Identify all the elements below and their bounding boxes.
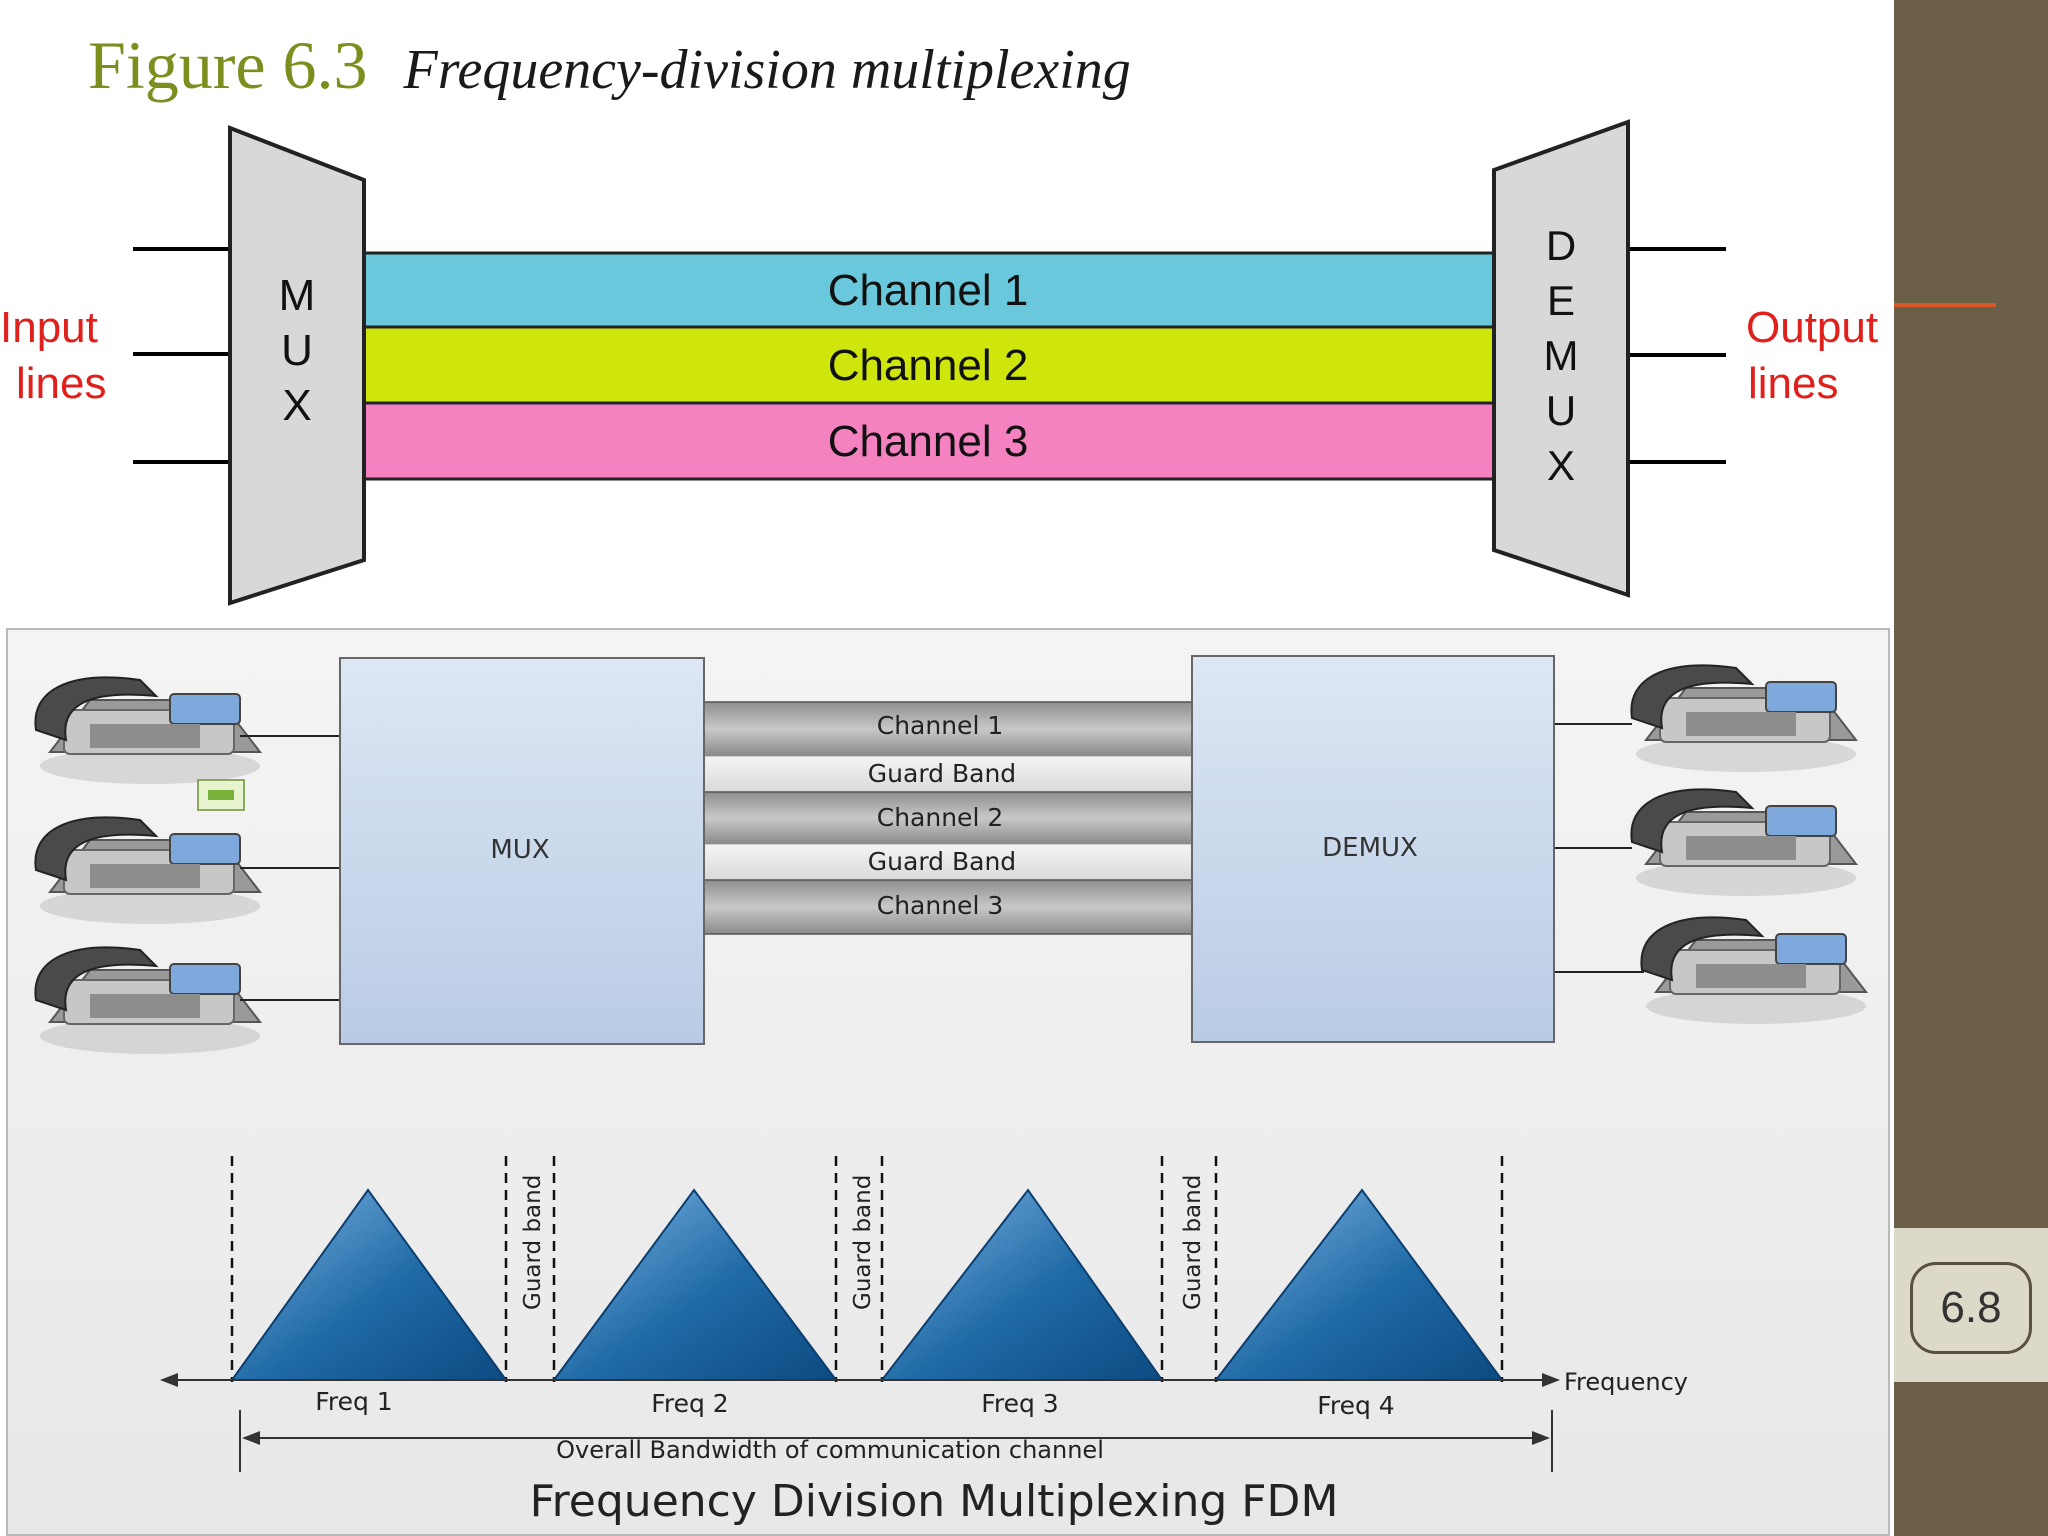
fdm-diagram-top: Channel 1 Channel 2 Channel 3 M U X D E … xyxy=(0,119,1878,606)
band-label-4: Guard Band xyxy=(868,847,1016,876)
freq-2-spectrum xyxy=(552,1188,838,1381)
channel-1-band xyxy=(362,251,1498,329)
mux-letter-1: M xyxy=(279,271,316,320)
figure-caption: Frequency-division multiplexing xyxy=(403,39,1131,101)
demux-box xyxy=(1191,655,1555,1043)
phone-icon-right-3 xyxy=(1640,916,1867,1025)
fdm-diagram-bottom: Channel 1 Guard Band Channel 2 Guard Ban… xyxy=(6,628,1890,1536)
phone-icon-left-3 xyxy=(34,946,262,1055)
output-label-line2: lines xyxy=(1748,359,1839,408)
band-channel-2 xyxy=(703,791,1201,845)
freq-label-2: Freq 2 xyxy=(651,1389,728,1418)
input-label-line1: Input xyxy=(0,303,98,352)
mux-letter-2: U xyxy=(281,326,313,375)
phone-icon-left-1 xyxy=(34,676,262,785)
channel-2-band xyxy=(362,325,1498,405)
accent-rule xyxy=(1894,303,1996,307)
channel-2-label: Channel 2 xyxy=(828,341,1029,390)
demux-block xyxy=(1492,119,1630,598)
band-guard-1 xyxy=(703,755,1201,793)
mux-block xyxy=(228,125,366,606)
demux-box-label: DEMUX xyxy=(1322,833,1418,863)
demux-letter-5: X xyxy=(1547,442,1575,489)
demux-letter-4: U xyxy=(1546,387,1576,434)
bandwidth-label: Overall Bandwidth of communication chann… xyxy=(556,1436,1104,1464)
band-label-3: Channel 2 xyxy=(877,803,1004,832)
input-label-line2: lines xyxy=(16,359,107,408)
band-guard-2 xyxy=(703,843,1201,881)
phone-icon-left-2 xyxy=(34,816,262,925)
fdm-title: Frequency Division Multiplexing FDM xyxy=(530,1476,1339,1527)
band-label-2: Guard Band xyxy=(868,759,1016,788)
mux-box xyxy=(339,657,705,1045)
guard-band-label-2: Guard band xyxy=(850,1175,876,1310)
freq-3-spectrum xyxy=(879,1188,1164,1381)
mux-box-label: MUX xyxy=(490,835,549,865)
status-indicator-icon xyxy=(197,779,245,811)
channel-3-band xyxy=(362,401,1498,481)
figure-title: Figure 6.3 Frequency-division multiplexin… xyxy=(88,26,1131,105)
figure-number: Figure 6.3 xyxy=(88,27,368,103)
freq-label-1: Freq 1 xyxy=(315,1387,392,1416)
freq-4-spectrum xyxy=(1213,1188,1504,1381)
output-label-line1: Output xyxy=(1746,303,1878,352)
band-channel-3 xyxy=(703,879,1201,935)
page-number: 6.8 xyxy=(1910,1262,2032,1354)
page-number-tab xyxy=(1894,1228,2048,1382)
frequency-axis-label: Frequency xyxy=(1564,1368,1688,1396)
freq-1-spectrum xyxy=(230,1188,508,1381)
demux-letter-1: D xyxy=(1546,222,1576,269)
mux-letter-3: X xyxy=(282,381,311,430)
band-label-5: Channel 3 xyxy=(877,891,1004,920)
fdm-bottom-svg: Channel 1 Guard Band Channel 2 Guard Ban… xyxy=(34,655,1867,1527)
band-label-1: Channel 1 xyxy=(877,711,1004,740)
channel-1-label: Channel 1 xyxy=(828,266,1029,315)
guard-band-label-3: Guard band xyxy=(1180,1175,1206,1310)
demux-letter-2: E xyxy=(1547,277,1575,324)
phone-icon-right-1 xyxy=(1630,664,1857,773)
freq-label-3: Freq 3 xyxy=(981,1389,1058,1418)
demux-letter-3: M xyxy=(1544,332,1579,379)
phone-icon-right-2 xyxy=(1630,788,1857,897)
channel-3-label: Channel 3 xyxy=(828,417,1029,466)
freq-label-4: Freq 4 xyxy=(1317,1391,1394,1420)
guard-band-label-1: Guard band xyxy=(520,1175,546,1310)
